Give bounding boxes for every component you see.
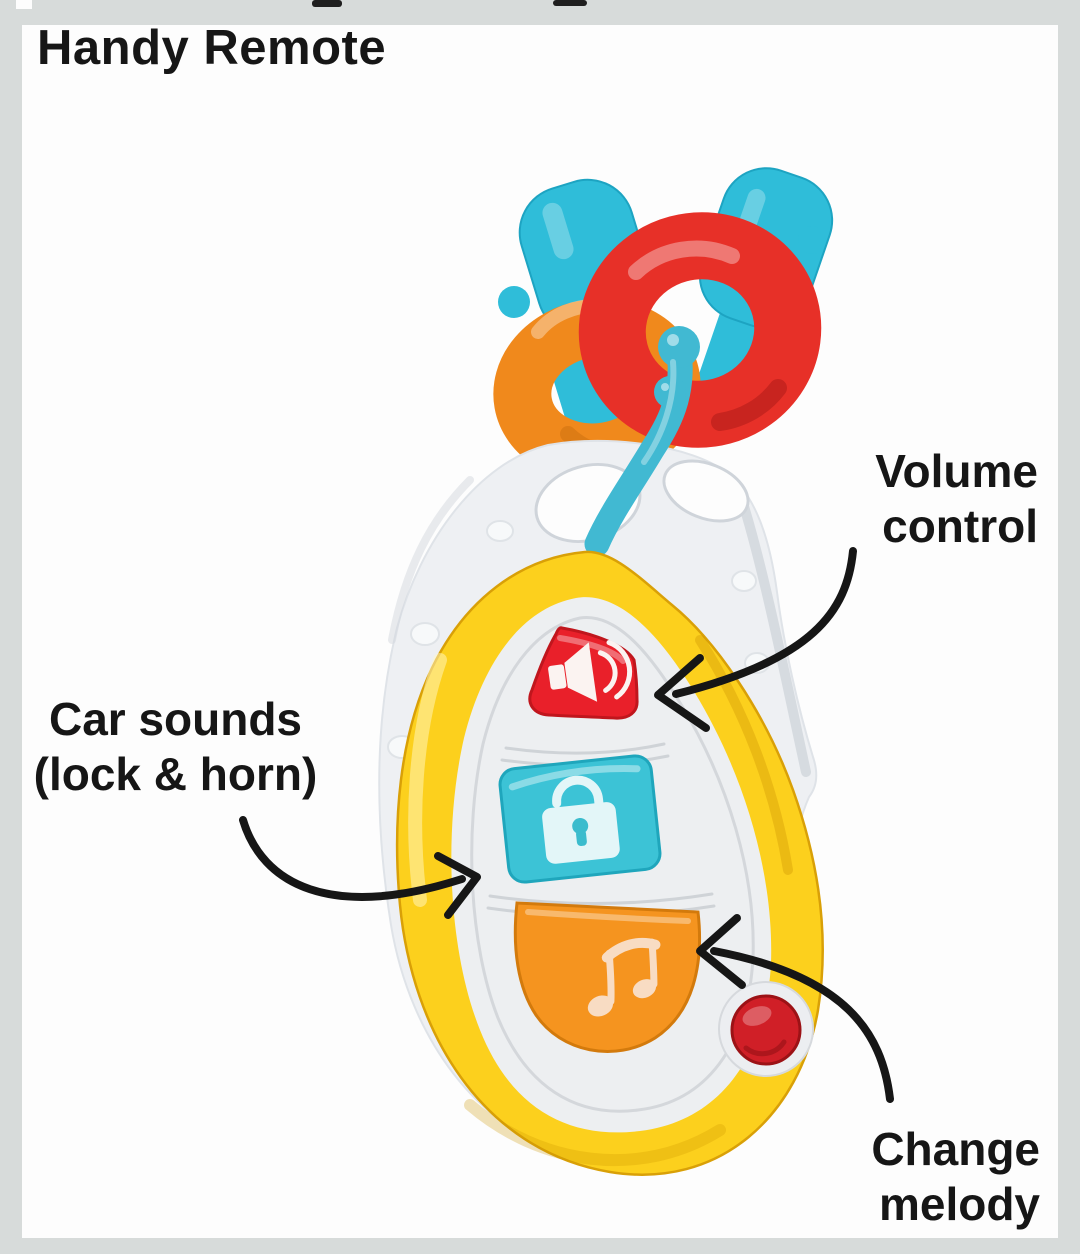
speaker-icon: [548, 640, 633, 702]
shading: [695, 635, 793, 875]
music-note-icon: [587, 937, 661, 1017]
car-sounds-button: [498, 754, 662, 884]
volume-button: [528, 626, 639, 720]
highlight: [628, 240, 740, 280]
label-change-melody: Change melody: [871, 1123, 1040, 1231]
cropped-text-fragment: [312, 0, 342, 7]
shading: [464, 1099, 726, 1167]
highlight: [742, 1006, 772, 1026]
small-round-button: [718, 981, 814, 1077]
arrow-volume-control: [654, 547, 857, 732]
keyring-hole-right: [662, 459, 750, 523]
shading: [737, 495, 811, 777]
cropped-text-fragment: [553, 0, 587, 6]
arrow-change-melody: [696, 914, 894, 1103]
highlight: [641, 359, 677, 465]
highlight: [661, 383, 669, 391]
label-car-sounds: Car sounds (lock & horn): [33, 693, 318, 801]
red-ring: [578, 212, 822, 448]
highlight: [667, 334, 679, 346]
label-volume-control: Volume control: [875, 445, 1038, 553]
blue-clip-ring: [584, 326, 700, 557]
highlight: [542, 202, 574, 260]
melody-button: [513, 901, 702, 1053]
shading: [711, 379, 787, 431]
arrow-car-sounds: [239, 816, 481, 919]
lock-icon: [542, 775, 620, 864]
highlight: [508, 765, 641, 791]
shading: [743, 1039, 787, 1057]
highlight: [408, 653, 447, 907]
highlight: [557, 635, 626, 664]
shading: [388, 476, 474, 644]
highlight: [525, 909, 691, 924]
cropped-card-fragment: [16, 0, 32, 9]
page-title: Handy Remote: [37, 21, 387, 75]
